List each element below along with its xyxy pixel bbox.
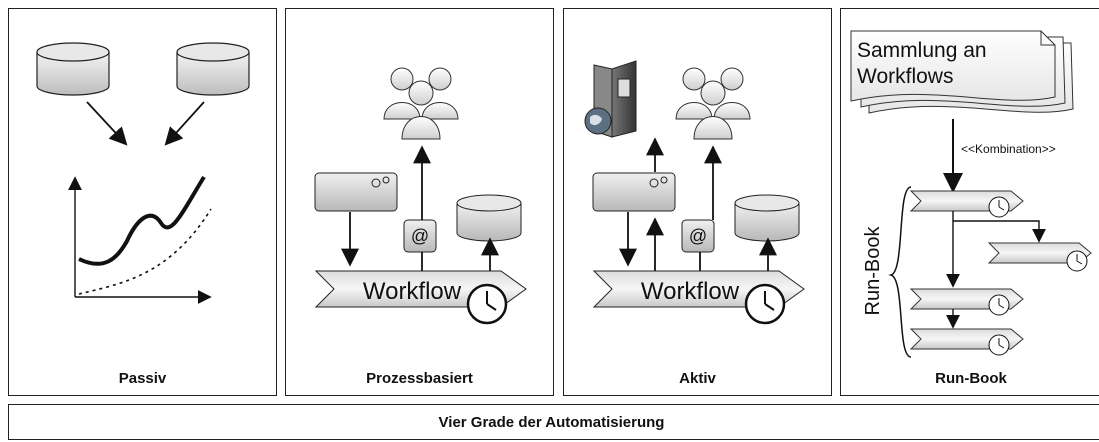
database-icon	[734, 194, 800, 242]
run-book-brace	[888, 186, 912, 358]
footer-bar: Vier Grade der Automatisierung	[8, 404, 1099, 440]
passiv-diagram	[36, 42, 250, 304]
panel-label-prozessbasiert: Prozessbasiert	[366, 370, 473, 387]
database-icon-right	[176, 42, 250, 96]
clock-icon	[466, 283, 508, 325]
workflow-label: Workflow	[363, 278, 462, 305]
panel-aktiv: @ Workflow Aktiv	[563, 8, 832, 396]
workflow-label: Workflow	[641, 278, 740, 305]
panel-prozessbasiert: @ Workflow Prozessbasiert	[285, 8, 554, 396]
arrow-db-to-chart	[86, 101, 128, 146]
line-chart-icon	[68, 175, 212, 304]
users-group-icon	[675, 67, 751, 140]
panel-label-passiv: Passiv	[118, 370, 167, 387]
gear-process-box-icon	[592, 172, 676, 212]
web-server-icon	[584, 60, 637, 138]
gear-process-box-icon	[314, 172, 398, 212]
prozessbasiert-diagram: @ Workflow	[314, 67, 527, 325]
panel-label-aktiv: Aktiv	[679, 370, 716, 387]
runbook-workflow-step-2	[987, 242, 1092, 272]
database-icon	[456, 194, 522, 242]
users-group-icon	[383, 67, 459, 140]
collection-label-line2: Workflows	[857, 65, 953, 88]
combination-label: <<Kombination>>	[961, 142, 1056, 156]
panel-label-run-book: Run-Book	[935, 370, 1007, 387]
database-icon-left	[36, 42, 110, 96]
panel-run-book: Sammlung an Workflows <<Kombination>> Ru…	[840, 8, 1099, 396]
clock-icon	[744, 283, 786, 325]
email-symbol: @	[689, 226, 707, 246]
panel-passiv: Passiv	[8, 8, 277, 396]
run-book-diagram: Sammlung an Workflows <<Kombination>> Ru…	[850, 30, 1092, 358]
footer-title: Vier Grade der Automatisierung	[438, 414, 665, 431]
email-symbol: @	[411, 226, 429, 246]
email-box-icon: @	[403, 219, 437, 253]
arrow-step1-to-step2	[953, 220, 1046, 243]
email-box-icon: @	[681, 219, 715, 253]
workflow-collection-document-stack: Sammlung an Workflows	[850, 30, 1074, 114]
run-book-vertical-label: Run-Book	[862, 226, 884, 316]
runbook-workflow-step-1	[909, 190, 1024, 218]
arrow-db-to-chart	[164, 101, 205, 146]
collection-label-line1: Sammlung an	[857, 39, 987, 62]
runbook-workflow-step-4	[909, 328, 1024, 356]
runbook-workflow-step-3	[909, 288, 1024, 316]
aktiv-diagram: @ Workflow	[584, 60, 805, 325]
